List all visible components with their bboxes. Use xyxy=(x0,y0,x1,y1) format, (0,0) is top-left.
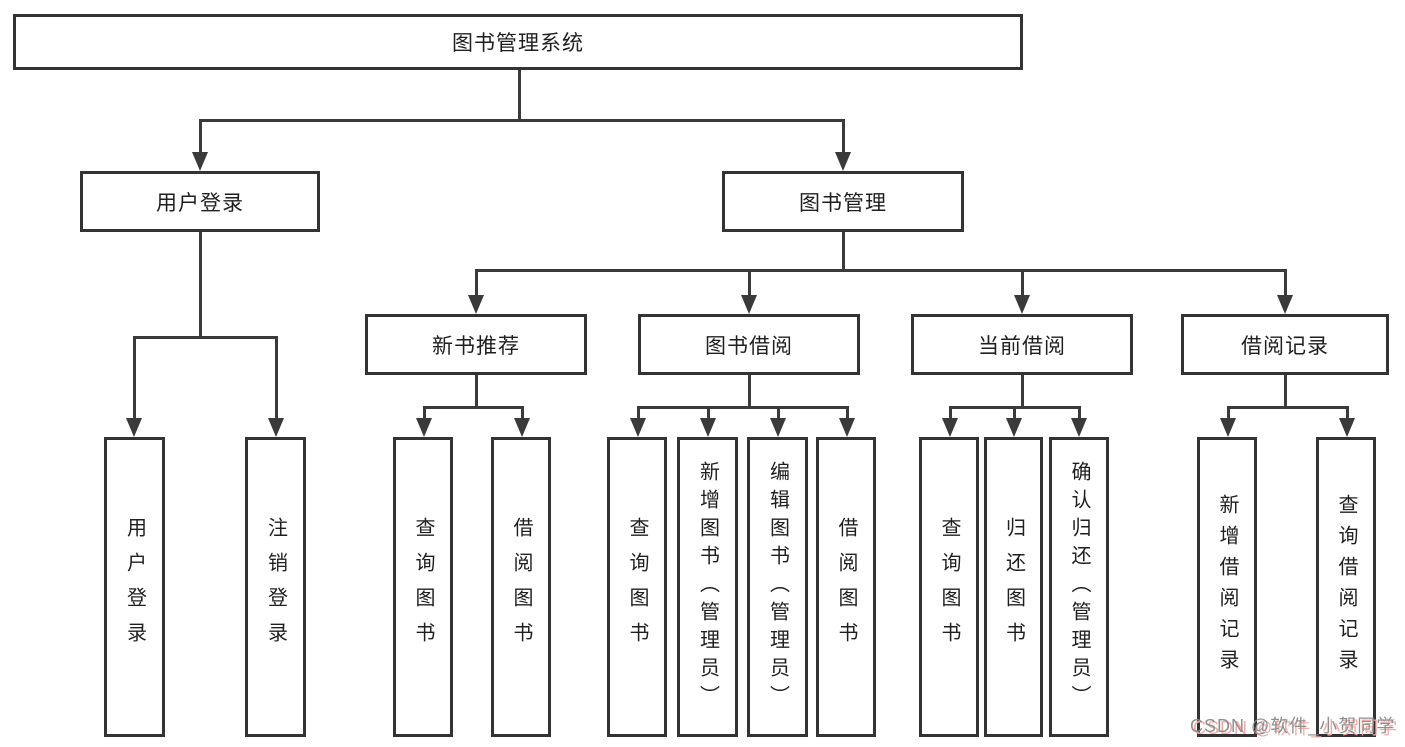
node-user-login: 用户登录 xyxy=(80,171,320,232)
connector-line xyxy=(748,375,751,406)
leaf-query-borrow-record: 查询借阅记录 xyxy=(1316,437,1376,737)
node-borrowing-records: 借阅记录 xyxy=(1181,314,1389,375)
arrow-down-icon xyxy=(942,418,958,437)
arrow-down-icon xyxy=(1220,418,1236,437)
arrow-down-icon xyxy=(268,418,284,437)
connector-line xyxy=(846,406,849,420)
node-label: 图书管理系统 xyxy=(452,32,584,55)
arrow-down-icon xyxy=(630,418,646,437)
leaf-label: 借阅图书 xyxy=(835,517,857,657)
connector-line xyxy=(1021,269,1024,297)
connector-line xyxy=(423,406,524,409)
connector-line xyxy=(637,406,849,409)
connector-line xyxy=(1013,406,1016,420)
arrow-down-icon xyxy=(1014,295,1030,314)
arrow-down-icon xyxy=(835,152,851,171)
connector-line xyxy=(1021,375,1024,406)
connector-line xyxy=(133,336,278,339)
leaf-add-borrow-record: 新增借阅记录 xyxy=(1197,437,1257,737)
node-book-borrowing: 图书借阅 xyxy=(638,314,860,375)
csdn-watermark: CSDN @软件_小贺同学 xyxy=(1190,716,1396,736)
leaf-label: 编辑图书（管理员） xyxy=(766,461,789,713)
connector-line xyxy=(1078,406,1081,420)
arrow-down-icon xyxy=(700,418,716,437)
node-label: 当前借阅 xyxy=(978,334,1066,358)
arrow-down-icon xyxy=(1071,418,1087,437)
leaf-label: 查询借阅记录 xyxy=(1335,494,1357,680)
connector-line xyxy=(518,70,521,119)
node-label: 用户登录 xyxy=(156,191,244,215)
connector-line xyxy=(521,406,524,420)
leaf-label: 确认归还（管理员） xyxy=(1068,461,1090,713)
arrow-down-icon xyxy=(741,295,757,314)
node-new-book-recommend: 新书推荐 xyxy=(365,314,587,375)
leaf-label: 查询图书 xyxy=(626,517,648,657)
leaf-label: 查询图书 xyxy=(412,517,434,657)
node-library-management-system: 图书管理系统 xyxy=(13,14,1023,70)
connector-line xyxy=(199,119,845,122)
leaf-confirm-return-admin: 确认归还（管理员） xyxy=(1049,437,1109,737)
connector-line xyxy=(475,375,478,406)
connector-line xyxy=(842,119,845,155)
node-label: 新书推荐 xyxy=(432,334,520,358)
arrow-down-icon xyxy=(126,418,142,437)
connector-line xyxy=(1284,269,1287,297)
connector-line xyxy=(423,406,426,420)
leaf-label: 查询图书 xyxy=(938,517,960,657)
arrow-down-icon xyxy=(416,418,432,437)
arrow-down-icon xyxy=(514,418,530,437)
arrow-down-icon xyxy=(1339,418,1355,437)
arrow-down-icon xyxy=(1277,295,1293,314)
node-label: 图书借阅 xyxy=(705,334,793,358)
arrow-down-icon xyxy=(468,295,484,314)
connector-line xyxy=(1227,406,1230,420)
leaf-label: 注销登录 xyxy=(264,517,287,657)
connector-line xyxy=(133,336,136,420)
connector-line xyxy=(707,406,710,420)
leaf-label: 新增借阅记录 xyxy=(1216,494,1238,680)
leaf-query-books-recommend: 查询图书 xyxy=(393,437,453,737)
connector-line xyxy=(1227,406,1348,409)
connector-line xyxy=(199,232,202,336)
node-current-borrowing: 当前借阅 xyxy=(911,314,1133,375)
connector-line xyxy=(475,269,1286,272)
connector-line xyxy=(637,406,640,420)
leaf-add-book-admin: 新增图书（管理员） xyxy=(677,437,738,737)
leaf-edit-book-admin: 编辑图书（管理员） xyxy=(747,437,808,737)
node-label: 图书管理 xyxy=(799,191,887,215)
leaf-label: 新增图书（管理员） xyxy=(696,461,719,713)
leaf-label: 归还图书 xyxy=(1002,517,1025,657)
arrow-down-icon xyxy=(839,418,855,437)
leaf-label: 用户登录 xyxy=(123,517,146,657)
leaf-query-books-borrowing: 查询图书 xyxy=(607,437,667,737)
leaf-return-book: 归还图书 xyxy=(984,437,1043,737)
leaf-query-books-current: 查询图书 xyxy=(919,437,979,737)
connector-line xyxy=(949,406,952,420)
connector-line xyxy=(842,232,845,269)
leaf-label: 借阅图书 xyxy=(510,517,532,657)
connector-line xyxy=(475,269,478,297)
connector-line xyxy=(1284,375,1287,406)
connector-line xyxy=(777,406,780,420)
arrow-down-icon xyxy=(770,418,786,437)
node-label: 借阅记录 xyxy=(1241,334,1329,358)
arrow-down-icon xyxy=(1006,418,1022,437)
connector-line xyxy=(748,269,751,297)
leaf-borrow-books-borrowing: 借阅图书 xyxy=(816,437,876,737)
leaf-logout: 注销登录 xyxy=(245,437,306,737)
node-book-management: 图书管理 xyxy=(722,171,964,232)
connector-line xyxy=(199,119,202,155)
connector-line xyxy=(275,336,278,420)
arrow-down-icon xyxy=(192,152,208,171)
leaf-borrow-books-recommend: 借阅图书 xyxy=(491,437,551,737)
connector-line xyxy=(1346,406,1349,420)
leaf-user-login: 用户登录 xyxy=(104,437,165,737)
